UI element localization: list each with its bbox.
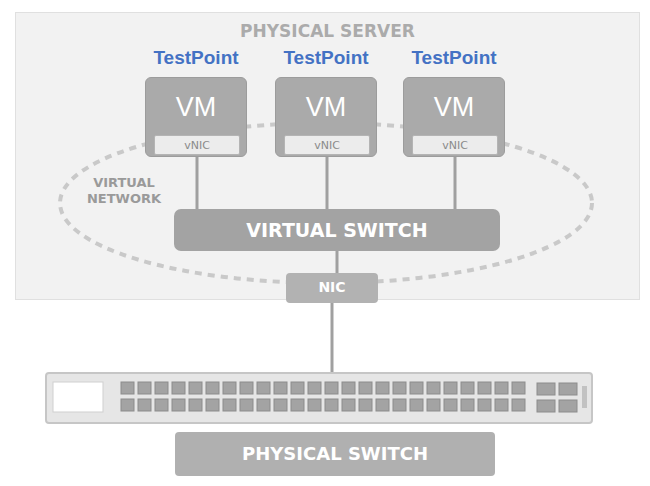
vm-label: VM <box>276 92 376 123</box>
network-link <box>454 155 457 209</box>
virtual-switch-box: VIRTUAL SWITCH <box>174 209 500 251</box>
switch-ports <box>120 381 528 415</box>
sfp-port <box>559 400 577 412</box>
vnic-box: vNIC <box>284 135 370 155</box>
network-label: VIRTUAL NETWORK <box>78 175 170 206</box>
vnic-box: vNIC <box>412 135 498 155</box>
sfp-port <box>537 383 555 395</box>
vm-box: TestPointVMvNIC <box>403 77 505 157</box>
sfp-port <box>537 400 555 412</box>
nic-label: NIC <box>286 279 378 295</box>
ellipse-outline <box>60 123 592 283</box>
switch-device <box>45 372 593 424</box>
network-link <box>196 155 199 209</box>
switch-label-plate <box>53 382 103 412</box>
vm-caption: TestPoint <box>116 47 276 69</box>
sfp-port <box>559 383 577 395</box>
vm-label: VM <box>146 92 246 123</box>
vm-box: TestPointVMvNIC <box>275 77 377 157</box>
network-link <box>326 155 329 209</box>
vnic-label: vNIC <box>413 139 497 152</box>
vnic-label: vNIC <box>155 139 239 152</box>
server-panel: PHYSICAL SERVER TestPointVM vNIC TestPointV… <box>15 12 640 300</box>
panel-title: PHYSICAL SERVER <box>16 21 639 41</box>
physical-switch: PHYSICAL SWITCH <box>45 372 593 480</box>
network-link <box>331 303 334 372</box>
vm-label: VM <box>404 92 504 123</box>
switch-label: VIRTUAL SWITCH <box>174 219 500 241</box>
network-link <box>336 251 339 273</box>
switch-chassis <box>46 373 592 423</box>
vm-caption: TestPoint <box>246 47 406 69</box>
vnic-label: vNIC <box>285 139 369 152</box>
switch-led <box>582 386 587 408</box>
vm-box: TestPointVMvNIC <box>145 77 247 157</box>
vnic-box: vNIC <box>154 135 240 155</box>
nic-box: NIC <box>286 273 378 303</box>
physical-switch-label: PHYSICAL SWITCH <box>175 432 495 476</box>
vm-caption: TestPoint <box>374 47 534 69</box>
